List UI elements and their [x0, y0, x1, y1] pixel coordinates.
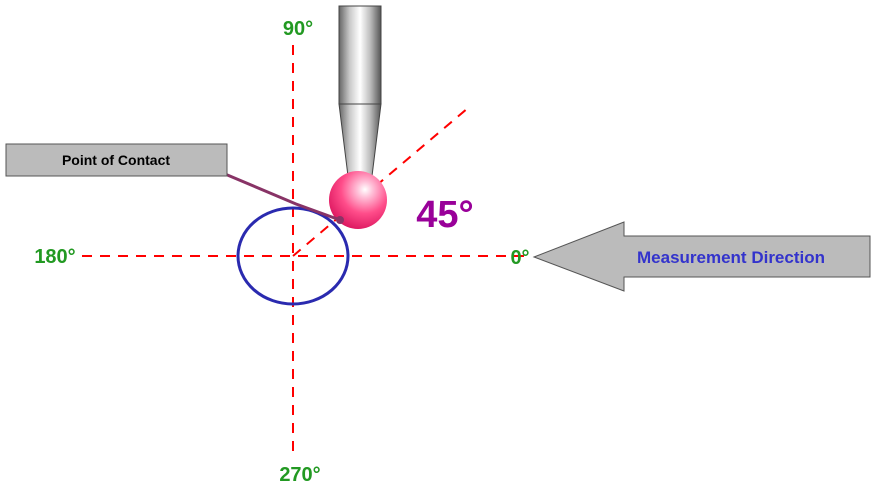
measured-circle [236, 206, 350, 306]
probe-ball [329, 171, 387, 229]
point-of-contact-callout: Point of Contact [5, 143, 228, 177]
contact-leader-line [224, 172, 341, 222]
angle-label-0: 0° [510, 247, 529, 269]
angle-label-270: 270° [279, 464, 320, 486]
contact-point-marker [336, 216, 344, 224]
probe-stylus-icon [329, 5, 387, 229]
point-of-contact-label: Point of Contact [62, 152, 170, 168]
measurement-direction-arrow: Measurement Direction [532, 221, 871, 292]
contact-angle-label: 45° [416, 194, 473, 236]
left-arrow-shape [532, 221, 871, 292]
measurement-direction-label: Measurement Direction [637, 248, 825, 267]
angle-label-180: 180° [34, 246, 75, 268]
angle-label-90: 90° [283, 18, 313, 40]
